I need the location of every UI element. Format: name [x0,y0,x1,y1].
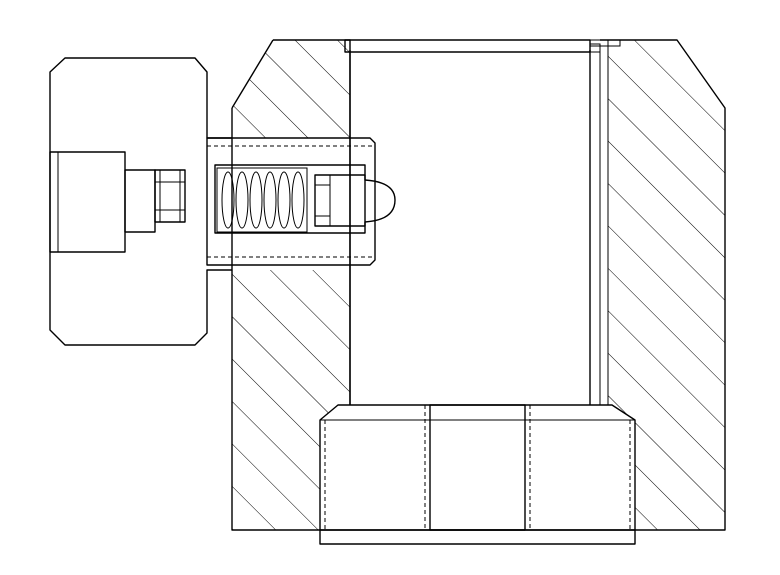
top-cap-plate [344,39,621,53]
set-screw-hex-socket [154,169,186,223]
side-knob [49,57,233,346]
spring-coil [263,171,277,229]
threaded-plunger-bore [206,137,376,266]
spring-coil [277,171,291,229]
ball-plunger-tip [314,174,396,227]
housing-body [231,39,726,531]
spring-coil [249,171,263,229]
spring-coil [291,171,305,229]
spring-coil [235,171,249,229]
base-plate [319,529,636,545]
spring-coil [221,171,235,229]
compression-spring [216,167,308,233]
bottom-threaded-insert [319,404,636,531]
